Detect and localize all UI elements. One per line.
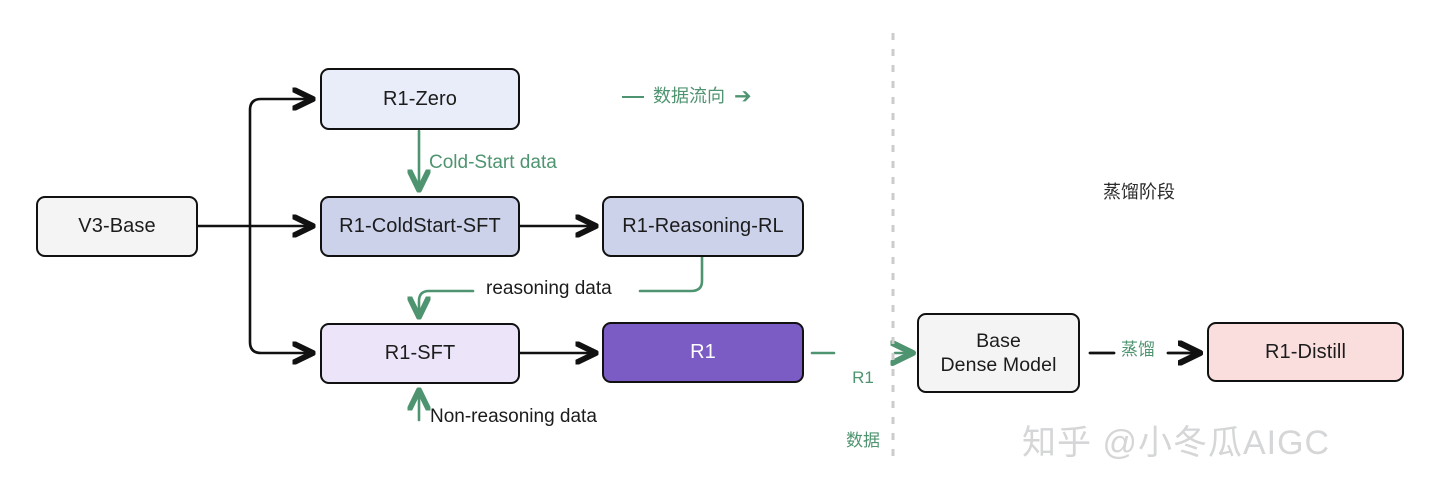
node-r1-zero-label: R1-Zero — [382, 87, 458, 110]
edge-reasoningrl-out — [638, 255, 704, 293]
edge-v3base-to-r1zero — [248, 99, 311, 228]
node-r1-coldstart-sft-label: R1-ColdStart-SFT — [339, 215, 501, 237]
node-r1-sft[interactable]: R1-SFT — [320, 323, 520, 384]
node-base-dense-model-line1: Base — [976, 329, 1021, 352]
legend-data-flow: 数据流向 ➔ — [622, 86, 752, 108]
edge-v3base-to-r1sft — [248, 224, 311, 353]
edge-label-r1-data-line2: 数据 — [846, 430, 880, 450]
node-r1-reasoning-rl-label: R1-Reasoning-RL — [622, 215, 784, 237]
node-base-dense-model[interactable]: Base Dense Model — [917, 313, 1080, 393]
node-v3-base[interactable]: V3-Base — [36, 196, 198, 257]
node-base-dense-model-text: Base Dense Model — [941, 329, 1057, 378]
edge-label-r1-data-line1: R1 — [852, 368, 874, 388]
node-r1-reasoning-rl[interactable]: R1-Reasoning-RL — [602, 196, 804, 257]
line-dash-icon — [622, 95, 644, 99]
node-v3-base-label: V3-Base — [78, 215, 156, 237]
edge-label-distill: 蒸馏 — [1121, 340, 1155, 359]
node-r1[interactable]: R1 — [602, 322, 804, 383]
edge-label-non-reasoning-data: Non-reasoning data — [430, 406, 597, 427]
node-r1-label: R1 — [690, 341, 716, 363]
node-r1-distill-label: R1-Distill — [1265, 340, 1346, 363]
edge-label-cold-start-data: Cold-Start data — [429, 152, 557, 173]
node-r1-distill[interactable]: R1-Distill — [1207, 322, 1404, 382]
edge-reasoning-into-r1sft — [419, 289, 475, 315]
legend-label: 数据流向 — [653, 86, 725, 106]
stage-title-distillation: 蒸馏阶段 — [1103, 182, 1175, 202]
watermark: 知乎 @小冬瓜AIGC — [1022, 424, 1331, 462]
node-r1-zero[interactable]: R1-Zero — [320, 68, 520, 130]
node-r1-sft-label: R1-SFT — [384, 342, 456, 364]
edge-label-reasoning-data: reasoning data — [486, 278, 612, 299]
edge-label-r1-data: R1 数据 — [843, 327, 883, 493]
node-base-dense-model-line2: Dense Model — [940, 354, 1057, 376]
node-r1-coldstart-sft[interactable]: R1-ColdStart-SFT — [320, 196, 520, 257]
arrow-right-icon: ➔ — [734, 85, 752, 109]
